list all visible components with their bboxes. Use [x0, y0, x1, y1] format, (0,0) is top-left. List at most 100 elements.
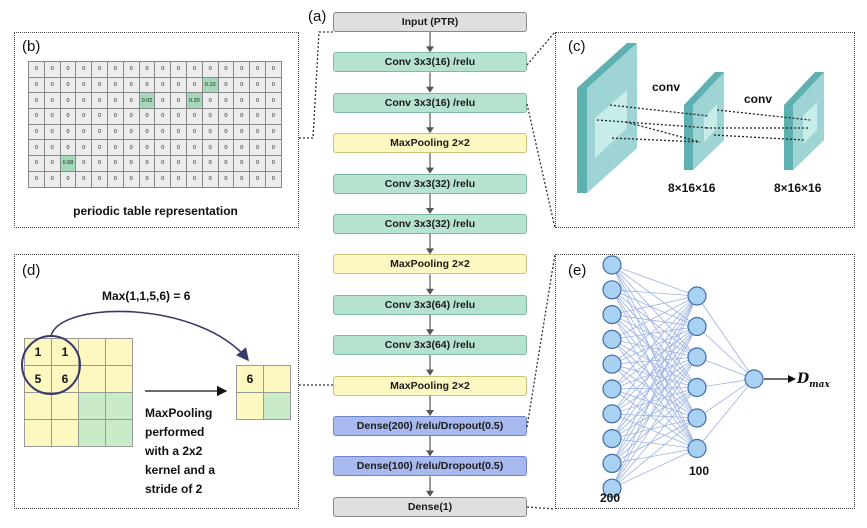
periodic-table-cell: 0 [202, 93, 219, 110]
periodic-table-cell: 0 [265, 171, 282, 188]
pipeline-node: Conv 3x3(16) /relu [333, 92, 527, 113]
pool-formula: Max(1,1,5,6) = 6 [102, 289, 191, 303]
periodic-table-cell: 0 [60, 124, 77, 141]
pool-description-line: with a 2x2 [145, 444, 203, 458]
output-label: Dmax [797, 371, 830, 390]
periodic-table-cell: 0 [139, 62, 156, 78]
periodic-table-cell: 0 [139, 109, 156, 125]
pipeline-node: MaxPooling 2×2 [333, 375, 527, 396]
periodic-table-cell: 0 [218, 93, 235, 110]
periodic-table-cell: 0 [155, 77, 172, 94]
periodic-table-cell: 0 [186, 124, 203, 141]
periodic-table-cell: 0 [265, 124, 282, 141]
pool-input-cell [79, 339, 106, 366]
pipeline-arrow-head [426, 490, 434, 497]
periodic-table-cell: 0 [250, 109, 266, 125]
periodic-table-cell: 0 [234, 171, 251, 188]
periodic-table-cell: 0 [29, 93, 45, 110]
pool-input-cell: 1 [52, 339, 79, 366]
periodic-table-cell: 0 [107, 93, 124, 110]
panel-a-label: (a) [308, 8, 327, 25]
periodic-table-cell: 0 [44, 124, 61, 141]
periodic-table-cell: 0 [234, 109, 251, 125]
periodic-table-cell: 0 [107, 156, 124, 172]
periodic-table-cell: 0 [250, 77, 266, 94]
pipeline-node: MaxPooling 2×2 [333, 133, 527, 154]
periodic-table-cell: 0 [218, 156, 235, 172]
periodic-table-cell: 0 [171, 124, 187, 141]
periodic-table-cell: 0.02 [139, 93, 156, 110]
pool-input-cell [52, 420, 79, 447]
periodic-table-cell: 0 [60, 77, 77, 94]
periodic-table-cell: 0 [92, 93, 108, 110]
pool-description-line: performed [145, 425, 205, 439]
panel-c-label: (c) [568, 38, 586, 55]
periodic-table-cell: 0 [92, 124, 108, 141]
periodic-table-cell: 0 [44, 109, 61, 125]
conv-label-2: conv [744, 92, 773, 106]
periodic-table-cell: 0 [29, 124, 45, 141]
periodic-table-cell: 0 [60, 62, 77, 78]
pool-input-cell [79, 420, 106, 447]
periodic-table-cell: 0 [218, 140, 235, 157]
periodic-table-cell: 0 [107, 171, 124, 188]
pipeline-node: Dense(1) [333, 496, 527, 517]
pool-output-cell [237, 393, 264, 420]
pool-input-cell: 5 [25, 366, 52, 393]
periodic-table-cell: 0 [265, 109, 282, 125]
output-label-sub: max [809, 379, 830, 390]
pool-description-line: stride of 2 [145, 482, 203, 496]
periodic-table-cell: 0 [250, 171, 266, 188]
periodic-table-cell: 0 [265, 93, 282, 110]
periodic-table-cell: 0 [265, 77, 282, 94]
periodic-table-cell: 0 [29, 109, 45, 125]
pipeline-node: Conv 3x3(32) /relu [333, 173, 527, 194]
periodic-table-cell: 0 [123, 140, 140, 157]
periodic-table-cell: 0 [155, 109, 172, 125]
periodic-table-cell: 0 [44, 62, 61, 78]
periodic-table-cell: 0 [250, 156, 266, 172]
periodic-table-cell: 0 [218, 124, 235, 141]
periodic-table-cell: 0 [29, 140, 45, 157]
periodic-table-cell: 0 [92, 77, 108, 94]
periodic-table-cell: 0 [76, 156, 93, 172]
periodic-table-cell: 0 [76, 124, 93, 141]
periodic-table-cell: 0 [171, 171, 187, 188]
periodic-table-cell: 0 [218, 109, 235, 125]
periodic-table-cell: 0 [92, 171, 108, 188]
periodic-table-cell: 0 [60, 93, 77, 110]
periodic-table-cell: 0 [123, 171, 140, 188]
periodic-table-cell: 0 [155, 156, 172, 172]
periodic-table-cell: 0 [202, 140, 219, 157]
periodic-table-cell: 0 [60, 140, 77, 157]
output-label-main: D [797, 371, 810, 387]
periodic-table-cell: 0 [123, 62, 140, 78]
periodic-table-cell: 0 [171, 109, 187, 125]
periodic-table-cell: 0 [107, 77, 124, 94]
periodic-table-cell: 0 [171, 62, 187, 78]
panel-d [14, 254, 299, 509]
connector-e-bottom [526, 506, 556, 510]
periodic-table-cell: 0 [234, 124, 251, 141]
connector-b-input [299, 31, 333, 139]
layer1-count-label: 200 [600, 491, 621, 505]
periodic-table-cell: 0 [107, 62, 124, 78]
periodic-table-cell: 0 [202, 124, 219, 141]
periodic-table-cell: 0 [92, 62, 108, 78]
panel-d-label: (d) [22, 262, 41, 279]
pipeline-arrow-head [426, 167, 434, 174]
periodic-table-cell: 0 [186, 171, 203, 188]
periodic-table-cell: 0 [92, 109, 108, 125]
pool-input-cell [106, 393, 133, 420]
periodic-table-cell: 0 [76, 171, 93, 188]
pipeline-node: MaxPooling 2×2 [333, 254, 527, 275]
feature-shape-label-1: 8×16×16 [668, 181, 716, 195]
pipeline-arrow-head [426, 369, 434, 376]
periodic-table-cell: 0.10 [202, 77, 219, 94]
periodic-table-cell: 0 [76, 93, 93, 110]
panel-c [555, 32, 855, 228]
periodic-table-cell: 0 [250, 93, 266, 110]
periodic-table-cell: 0 [250, 140, 266, 157]
periodic-table-cell: 0 [155, 62, 172, 78]
periodic-table-cell: 0 [250, 124, 266, 141]
